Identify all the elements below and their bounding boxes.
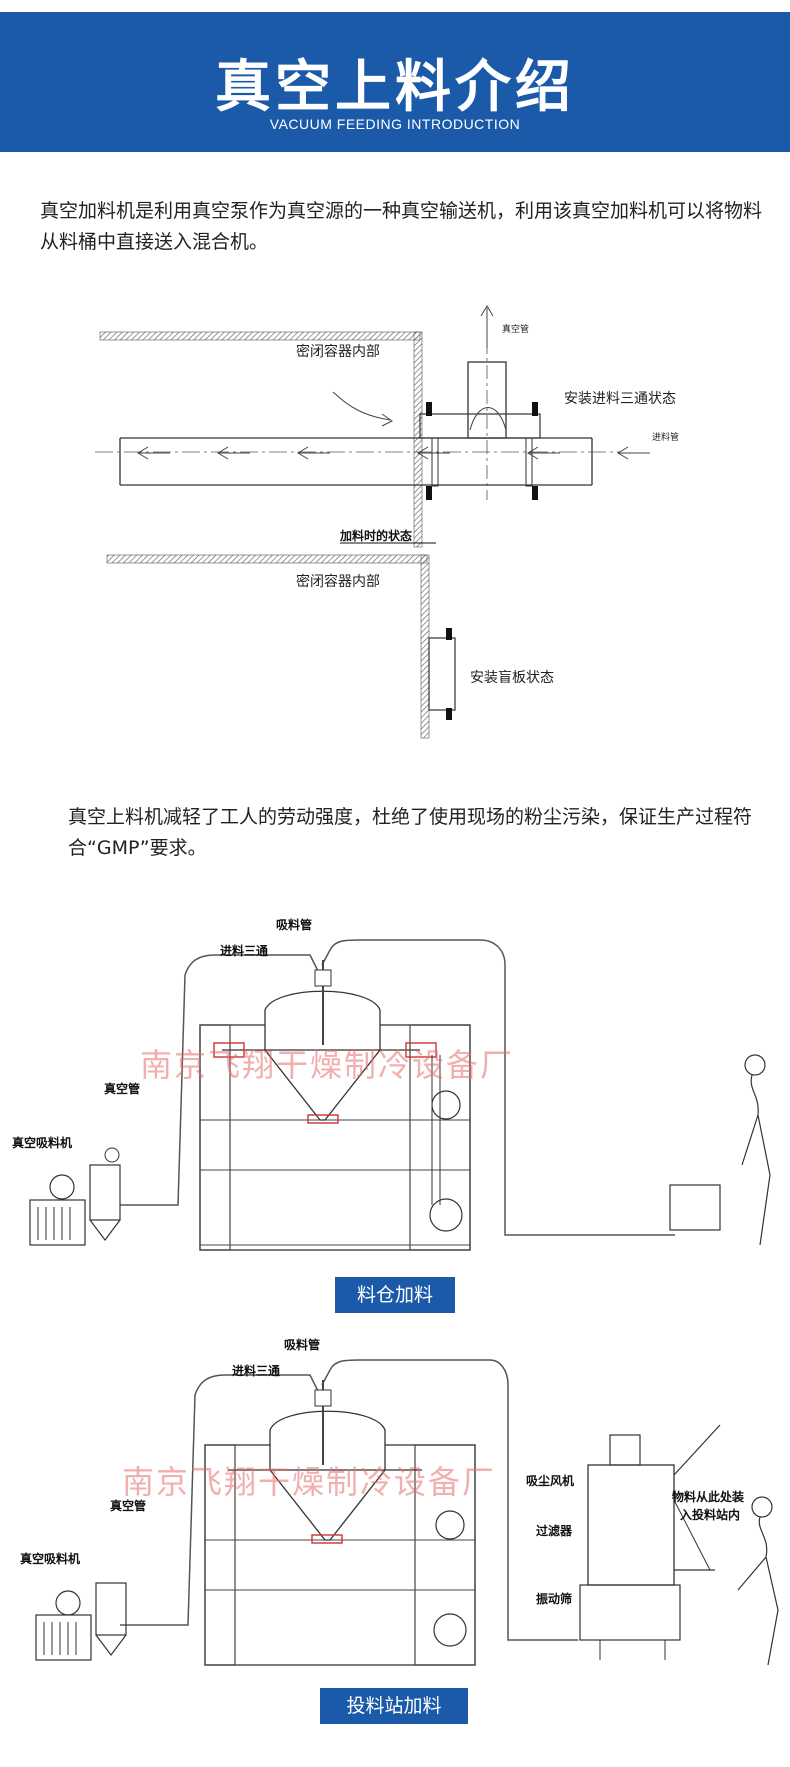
label-suction-pipe: 吸料管: [276, 917, 312, 932]
label-feed-pipe: 进料管: [652, 431, 679, 443]
label-vacuum-loader-4: 真空吸料机: [20, 1551, 80, 1566]
label-blind-state: 安装盲板状态: [470, 669, 554, 686]
label-container-inside-2: 密闭容器内部: [296, 573, 380, 590]
container-wall-top: [99, 331, 421, 341]
label-container-inside: 密闭容器内部: [296, 343, 380, 360]
page-header: 真空上料介绍 VACUUM FEEDING INTRODUCTION: [0, 12, 790, 152]
benefit-paragraph: 真空上料机减轻了工人的劳动强度，杜绝了使用现场的粉尘污染，保证生产过程符合“GM…: [68, 806, 753, 859]
label-tee-state: 安装进料三通状态: [564, 391, 676, 407]
diagram-station-feeding: 吸料管 进料三通 真空管 真空吸料机 吸尘风机 过滤器 振动筛 物料从此处装 入…: [20, 1337, 779, 1666]
watermark-1: 南京飞翔干燥制冷设备厂: [140, 1046, 515, 1084]
diagram-feeding-state: 真空管 密闭容器内部 安装进料三通状态 进料管 加料时的状态: [95, 305, 679, 548]
label-filter: 过滤器: [536, 1523, 573, 1538]
label-feed-tee: 进料三通: [220, 943, 268, 958]
caption-silo-feeding: 料仓加料: [335, 1277, 455, 1313]
intro-paragraph: 真空加料机是利用真空泵作为真空源的一种真空输送机，利用该真空加料机可以将物料从料…: [40, 200, 763, 253]
container-wall-right-2: [420, 554, 430, 739]
caption-station-feeding: 投料站加料: [320, 1688, 468, 1724]
label-vacuum-pipe: 真空管: [502, 323, 529, 335]
watermark-2: 南京飞翔干燥制冷设备厂: [122, 1463, 497, 1501]
label-dust-fan: 吸尘风机: [526, 1473, 574, 1488]
label-suction-pipe-4: 吸料管: [284, 1337, 320, 1352]
label-vibrating-screen: 振动筛: [536, 1591, 572, 1606]
label-vacuum-pipe-3: 真空管: [104, 1081, 140, 1096]
container-wall-top-2: [106, 554, 428, 564]
label-vacuum-pipe-4: 真空管: [110, 1498, 146, 1513]
diagram-blind-plate-state: 密闭容器内部 安装盲板状态: [106, 554, 554, 739]
diagram-silo-feeding: 吸料管 进料三通 真空管 真空吸料机: [12, 917, 771, 1251]
label-material-note-2: 入投料站内: [680, 1507, 740, 1522]
label-feeding-state: 加料时的状态: [339, 528, 412, 543]
label-material-note-1: 物料从此处装: [672, 1489, 744, 1504]
page-title: 真空上料介绍: [215, 55, 575, 120]
page-subtitle: VACUUM FEEDING INTRODUCTION: [269, 116, 521, 132]
label-vacuum-loader: 真空吸料机: [12, 1135, 72, 1150]
container-wall-right: [413, 331, 423, 548]
label-feed-tee-4: 进料三通: [232, 1363, 280, 1378]
